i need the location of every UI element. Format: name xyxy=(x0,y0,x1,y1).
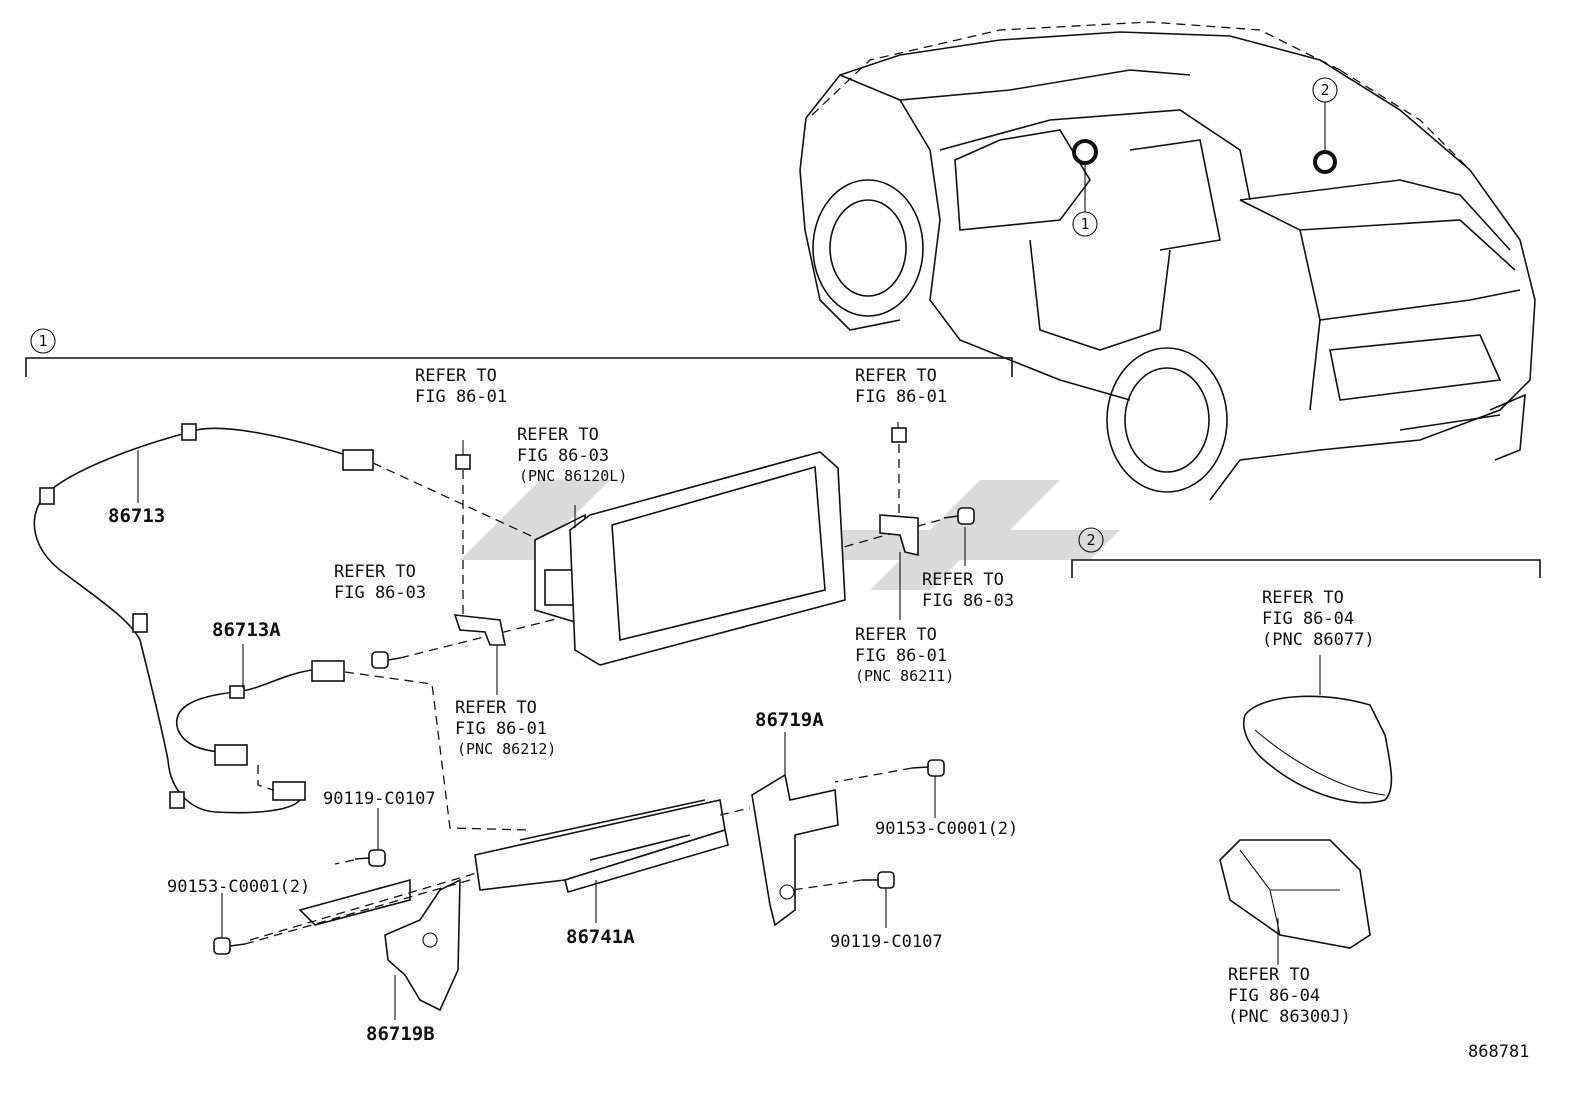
screw-left xyxy=(371,617,561,669)
part-90119-upper: 90119-C0107 xyxy=(323,789,436,809)
svg-text:REFER TO: REFER TO xyxy=(415,366,497,386)
svg-text:REFER TO: REFER TO xyxy=(855,366,937,386)
bracket-86719B xyxy=(384,878,461,1012)
ref-antenna: REFER TO FIG 86-04 (PNC 86077) xyxy=(1262,588,1375,650)
svg-text:(PNC 86300J): (PNC 86300J) xyxy=(1228,1007,1351,1027)
group-2-header: 2 xyxy=(1071,527,1541,578)
part-90153-right: 90153-C0001(2) xyxy=(875,819,1018,839)
bracket-left xyxy=(453,614,506,695)
ref-screw-left: REFER TO FIG 86-03 xyxy=(334,562,426,603)
svg-text:FIG 86-04: FIG 86-04 xyxy=(1228,986,1320,1006)
bracket-right xyxy=(879,514,919,620)
svg-text:(PNC 86211): (PNC 86211) xyxy=(855,667,954,685)
svg-text:FIG 86-01: FIG 86-01 xyxy=(415,387,507,407)
ref-display-top: REFER TO FIG 86-03 (PNC 86120L) xyxy=(517,425,627,485)
ref-bracket-left: REFER TO FIG 86-01 (PNC 86212) xyxy=(455,698,556,758)
receiver-86741A xyxy=(474,799,729,894)
svg-text:FIG 86-04: FIG 86-04 xyxy=(1262,609,1354,629)
ref-screw-right: REFER TO FIG 86-03 xyxy=(922,570,1014,611)
bolt-top-left xyxy=(455,440,471,615)
figure-id: 868781 xyxy=(1468,1042,1529,1062)
ref-bolt-top-left: REFER TO FIG 86-01 xyxy=(415,366,507,407)
svg-text:REFER TO: REFER TO xyxy=(1228,965,1310,985)
part-90153-left: 90153-C0001(2) xyxy=(167,877,310,897)
svg-text:REFER TO: REFER TO xyxy=(855,625,937,645)
svg-text:REFER TO: REFER TO xyxy=(455,698,537,718)
screw-90153-left xyxy=(213,871,481,955)
cable-86713A xyxy=(175,660,345,766)
svg-text:FIG 86-01: FIG 86-01 xyxy=(455,719,547,739)
ref-amplifier: REFER TO FIG 86-04 (PNC 86300J) xyxy=(1228,965,1351,1027)
svg-text:REFER TO: REFER TO xyxy=(334,562,416,582)
vehicle-illustration: 1 2 xyxy=(799,21,1536,501)
svg-text:FIG 86-01: FIG 86-01 xyxy=(855,387,947,407)
svg-text:REFER TO: REFER TO xyxy=(922,570,1004,590)
svg-text:FIG 86-03: FIG 86-03 xyxy=(334,583,426,603)
part-86713A: 86713A xyxy=(212,619,281,641)
ref-bracket-right: REFER TO FIG 86-01 (PNC 86211) xyxy=(855,625,954,685)
part-86713: 86713 xyxy=(108,505,165,527)
part-86719B: 86719B xyxy=(366,1023,435,1045)
part-90119-lower: 90119-C0107 xyxy=(830,932,943,952)
antenna-amplifier xyxy=(1219,839,1371,949)
svg-text:FIG 86-01: FIG 86-01 xyxy=(855,646,947,666)
screw-90153-right xyxy=(719,759,945,818)
svg-text:REFER TO: REFER TO xyxy=(517,425,599,445)
screw-90119-lower xyxy=(791,871,895,928)
bracket-86719A xyxy=(751,773,839,927)
screw-90119-upper xyxy=(334,808,386,867)
group-2-number: 2 xyxy=(1086,531,1095,549)
svg-text:(PNC 86077): (PNC 86077) xyxy=(1262,630,1375,650)
car-marker-2: 2 xyxy=(1320,81,1329,99)
part-86741A: 86741A xyxy=(566,926,635,948)
roof-antenna xyxy=(1243,695,1393,804)
car-marker-1: 1 xyxy=(1080,215,1089,233)
svg-text:FIG 86-03: FIG 86-03 xyxy=(517,446,609,466)
ref-bolt-top-right: REFER TO FIG 86-01 xyxy=(855,366,947,407)
antenna-cable-86713 xyxy=(33,423,374,814)
display-unit xyxy=(534,451,846,666)
bolt-top-right xyxy=(891,422,907,515)
part-86719A: 86719A xyxy=(755,709,824,731)
group-1-header: 1 xyxy=(25,328,1013,377)
svg-text:(PNC 86212): (PNC 86212) xyxy=(457,740,556,758)
group-1-number: 1 xyxy=(38,332,47,350)
bracket-small-left xyxy=(298,878,411,926)
svg-text:(PNC 86120L): (PNC 86120L) xyxy=(519,467,627,485)
svg-text:FIG 86-03: FIG 86-03 xyxy=(922,591,1014,611)
svg-text:REFER TO: REFER TO xyxy=(1262,588,1344,608)
